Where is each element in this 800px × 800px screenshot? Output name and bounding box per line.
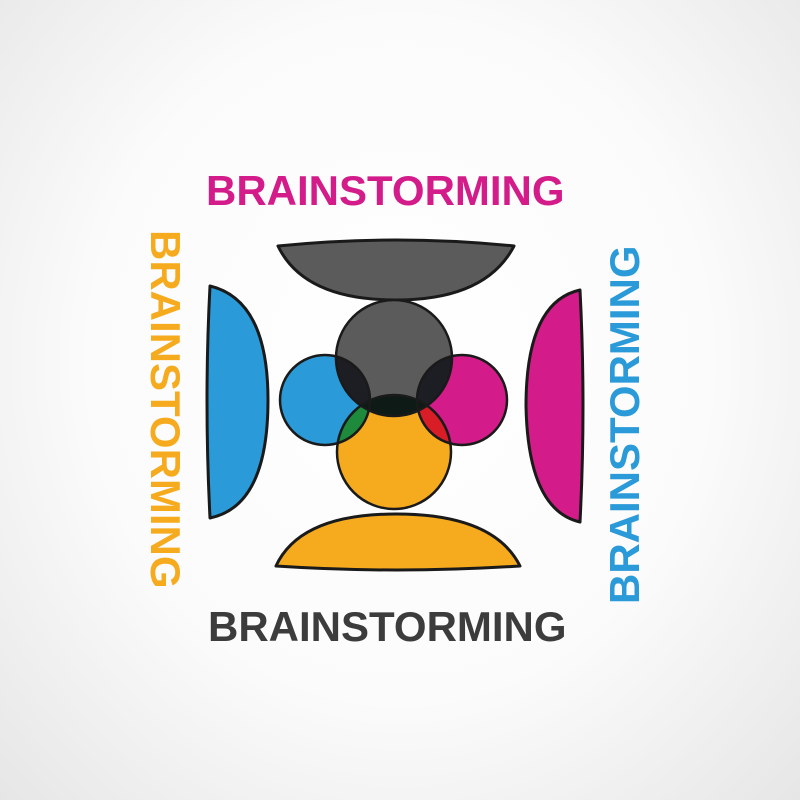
bottom-arc-shape — [274, 512, 522, 572]
word-left-text: BRAINSTORMING — [142, 230, 189, 589]
overlap-left-bottom — [337, 395, 370, 445]
outline-top — [334, 298, 454, 418]
word-bottom: BRAINSTORMING — [208, 606, 567, 648]
word-left: BRAINSTORMING — [140, 230, 189, 606]
overlap-right-top — [417, 355, 452, 416]
word-bottom-text: BRAINSTORMING — [208, 603, 567, 650]
right-arc-shape — [524, 288, 585, 524]
overlap-left-top — [336, 355, 370, 416]
overlap-center — [337, 395, 451, 416]
word-top-text: BRAINSTORMING — [206, 167, 565, 214]
word-right: BRAINSTORMING — [601, 228, 650, 604]
outline-bottom — [335, 393, 453, 511]
left-arc-shape — [205, 284, 270, 520]
top-arc-shape — [276, 238, 516, 302]
word-top: BRAINSTORMING — [206, 170, 565, 212]
overlap-right-bottom — [417, 395, 451, 445]
word-right-text: BRAINSTORMING — [601, 245, 648, 604]
